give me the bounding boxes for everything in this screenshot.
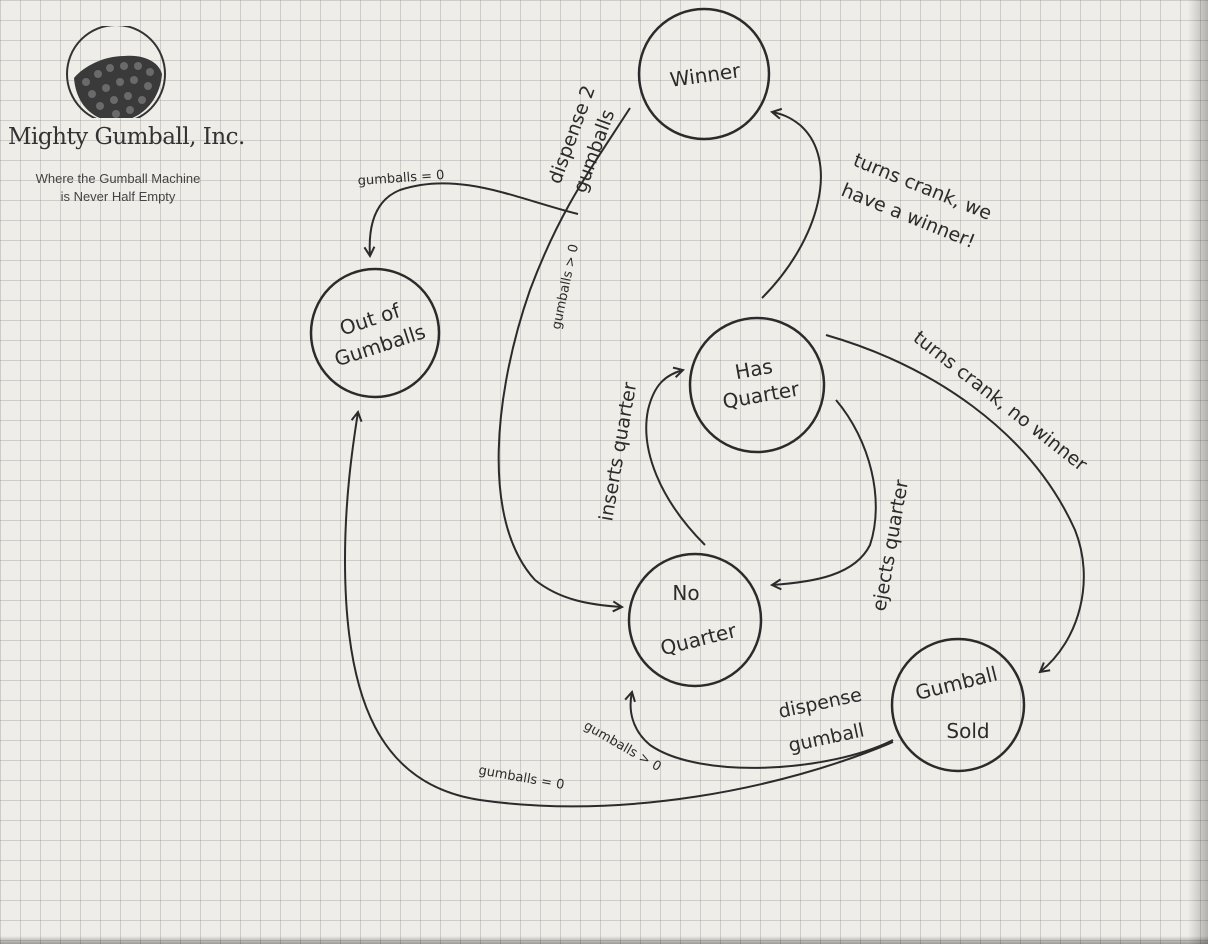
edge-has-quarter-to-sold [825,334,1085,672]
state-gumball-sold-line1: Gumball [913,661,1000,705]
state-no-quarter-line1: No [672,581,699,605]
state-out-of-gumballs: Out of Gumballs [309,267,441,399]
gumball-jar-icon [66,26,166,118]
company-tagline: Where the Gumball Machine is Never Half … [0,170,236,206]
state-has-quarter-line1: Has [733,354,774,384]
edge-has-quarter-to-winner [761,112,822,299]
state-gumball-sold-line2: Sold [946,719,989,743]
label-dispense-gumball-line1: dispense [776,684,863,723]
label-dispense-gumball-line2: gumball [786,719,866,757]
edge-sold-to-out [343,412,894,808]
edge-winner-to-no-quarter [497,107,631,607]
edge-ejects-quarter [772,399,877,585]
tagline-line-2: is Never Half Empty [60,189,176,204]
label-winner-to-out: gumballs = 0 [357,168,445,189]
state-no-quarter: No Quarter [627,552,763,688]
company-name: Mighty Gumball, Inc. [8,124,245,150]
state-no-quarter-line2: Quarter [658,618,740,660]
state-has-quarter: Has Quarter [688,316,826,454]
label-sold-to-out: gumballs = 0 [477,763,565,793]
edge-inserts-quarter [645,370,706,546]
edge-winner-to-out [370,182,579,256]
label-turns-crank-no-winner: turns crank, no winner [909,327,1091,476]
state-winner: Winner [637,7,771,141]
state-winner-label: Winner [668,58,742,92]
page-edge-shadow [1188,0,1208,944]
label-inserts-quarter: inserts quarter [595,380,641,522]
state-gumball-sold: Gumball Sold [890,637,1026,773]
page-bottom-shadow [0,936,1208,944]
label-winner-to-no: gumballs > 0 [549,243,582,331]
edge-sold-to-no-quarter [631,692,894,769]
tagline-line-1: Where the Gumball Machine [35,171,201,186]
state-has-quarter-line2: Quarter [721,376,802,413]
